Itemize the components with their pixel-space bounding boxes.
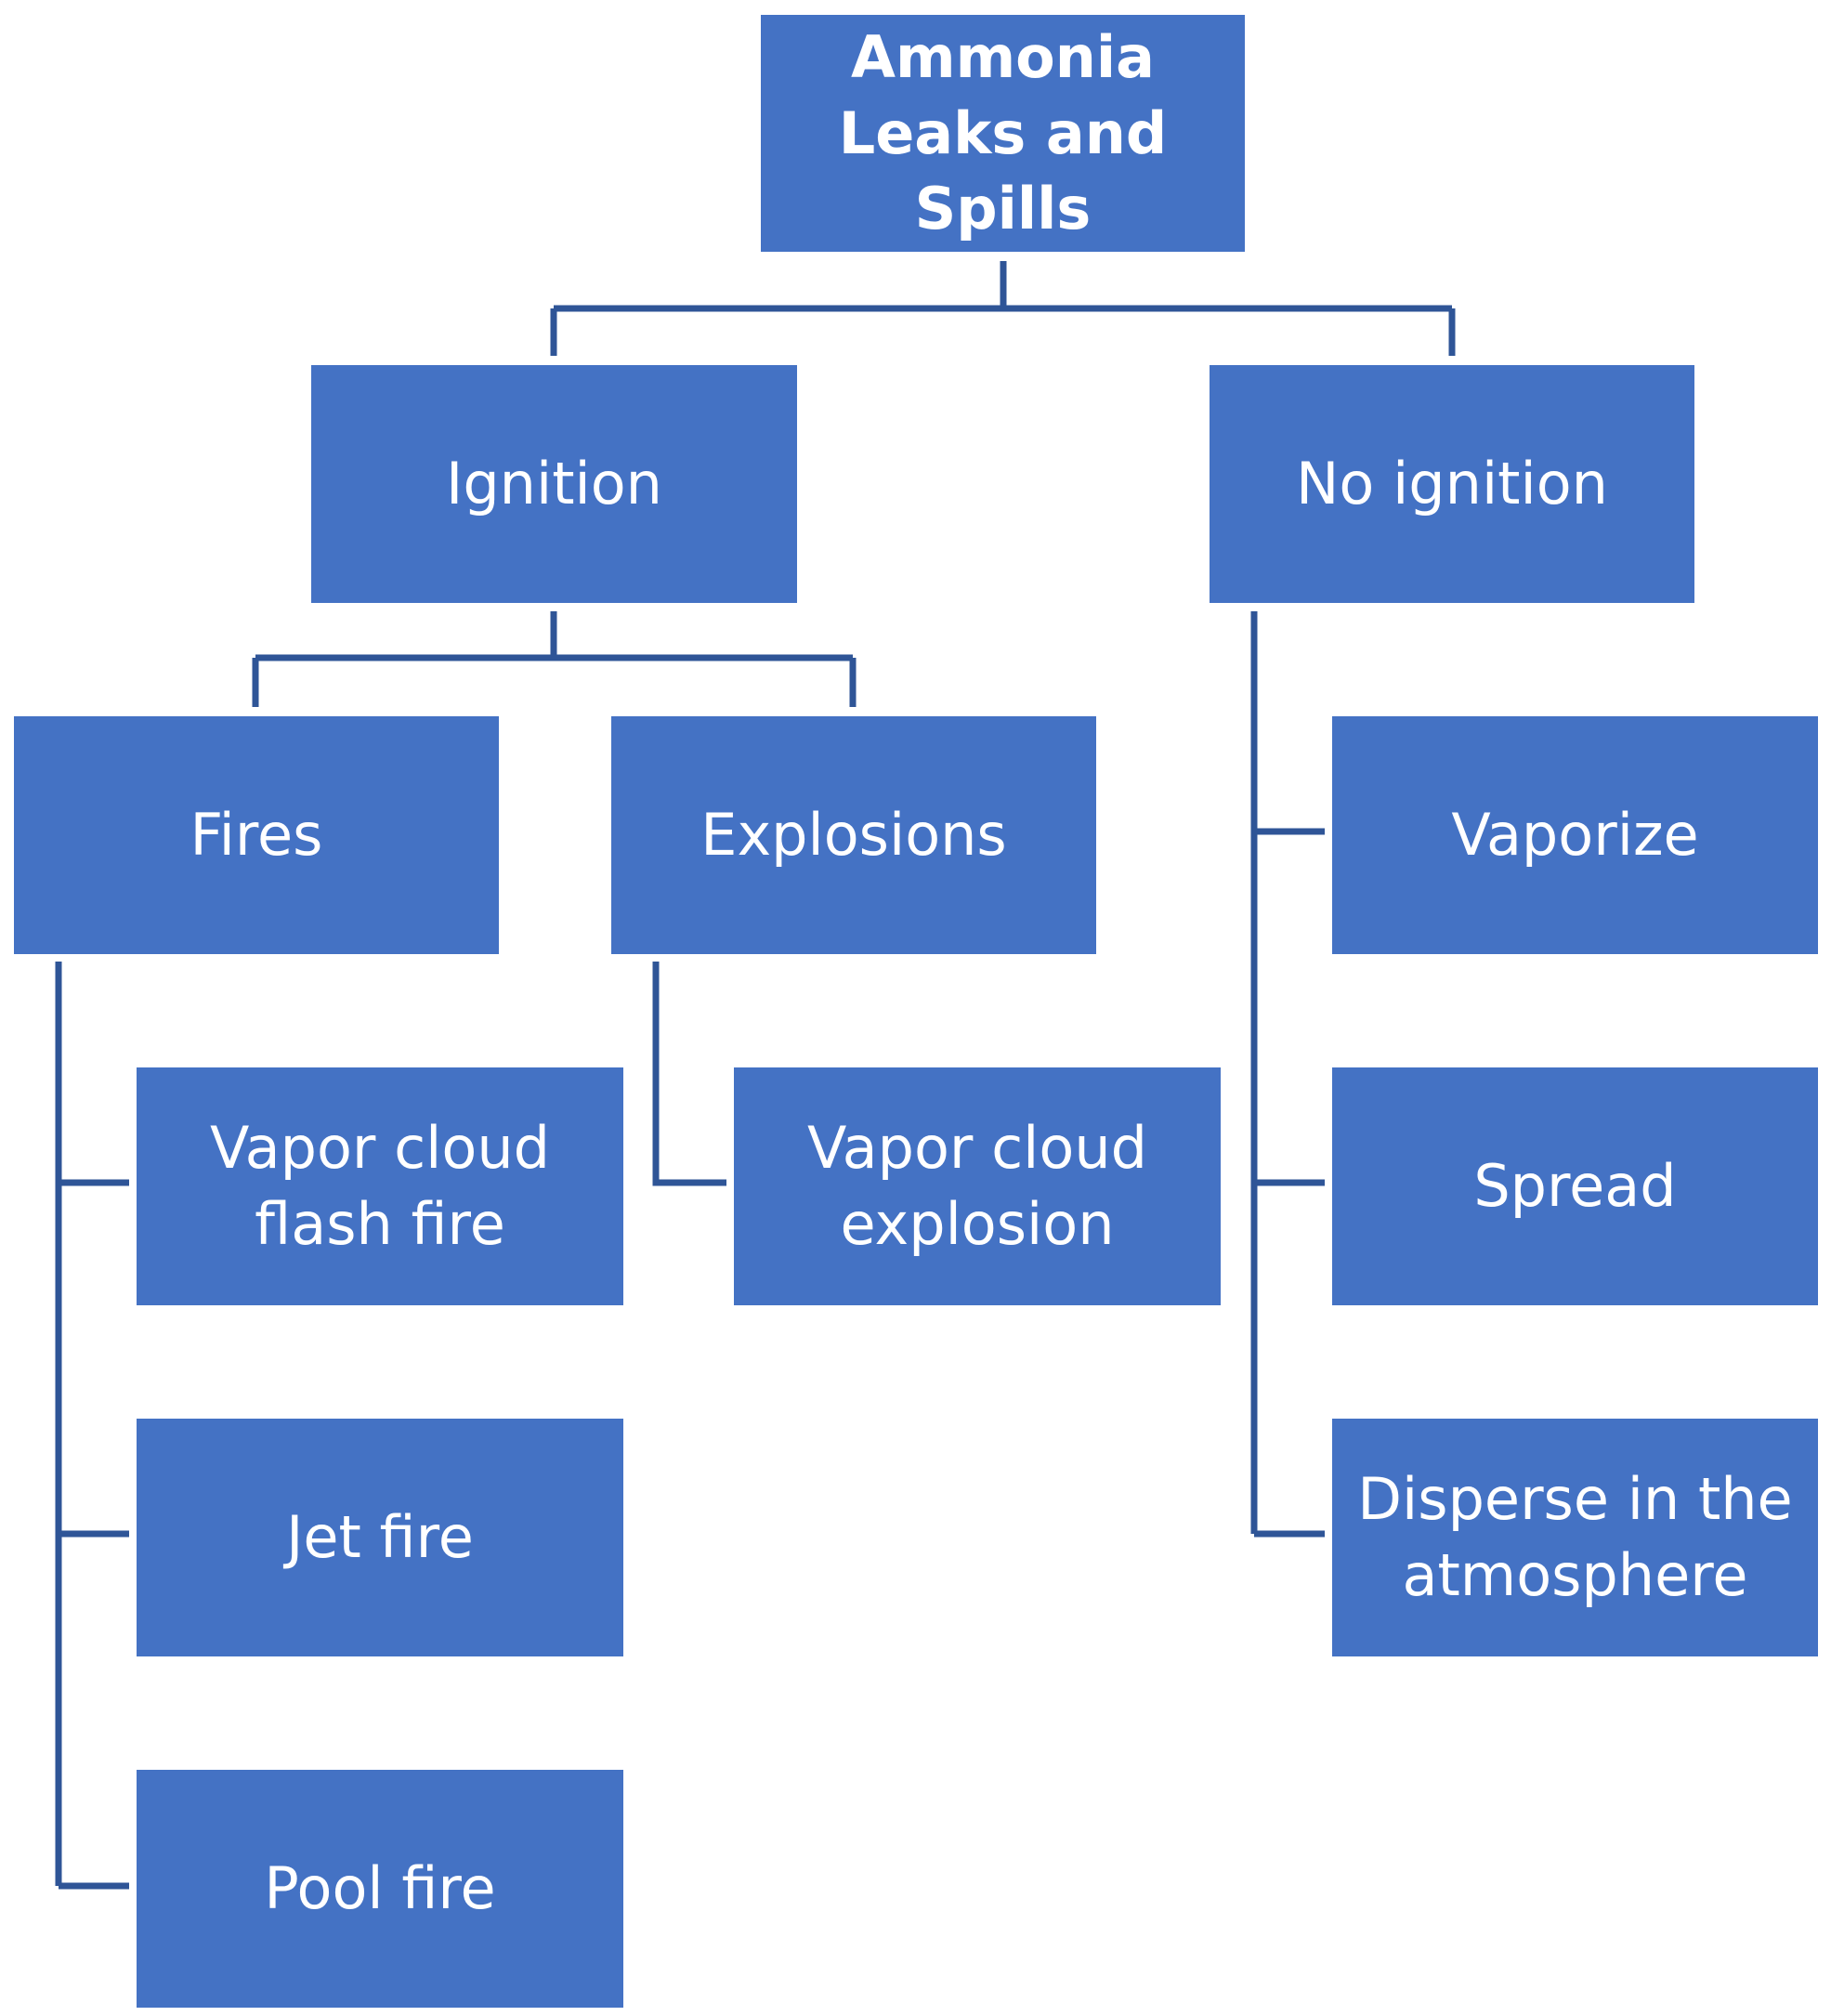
connector-root-ignition-noignition <box>550 261 1456 356</box>
connector-explosions-children <box>652 962 726 1186</box>
node-vapor-cloud-explosion: Vapor cloud explosion <box>734 1067 1221 1305</box>
node-pool-fire: Pool fire <box>137 1770 623 2008</box>
node-no-ignition: No ignition <box>1210 365 1694 603</box>
node-ignition: Ignition <box>311 365 797 603</box>
node-jet-fire: Jet fire <box>137 1419 623 1656</box>
connector-fires-children <box>55 962 129 1890</box>
node-ammonia-leaks-and-spills: Ammonia Leaks and Spills <box>761 15 1245 252</box>
node-fires: Fires <box>14 716 499 954</box>
connector-ignition-children <box>252 611 857 707</box>
connector-noignition-children <box>1250 611 1325 1538</box>
node-vaporize: Vaporize <box>1332 716 1818 954</box>
node-explosions: Explosions <box>611 716 1096 954</box>
node-vapor-cloud-flash-fire: Vapor cloud flash fire <box>137 1067 623 1305</box>
node-disperse-in-the-atmosphere: Disperse in the atmosphere <box>1332 1419 1818 1656</box>
node-spread: Spread <box>1332 1067 1818 1305</box>
